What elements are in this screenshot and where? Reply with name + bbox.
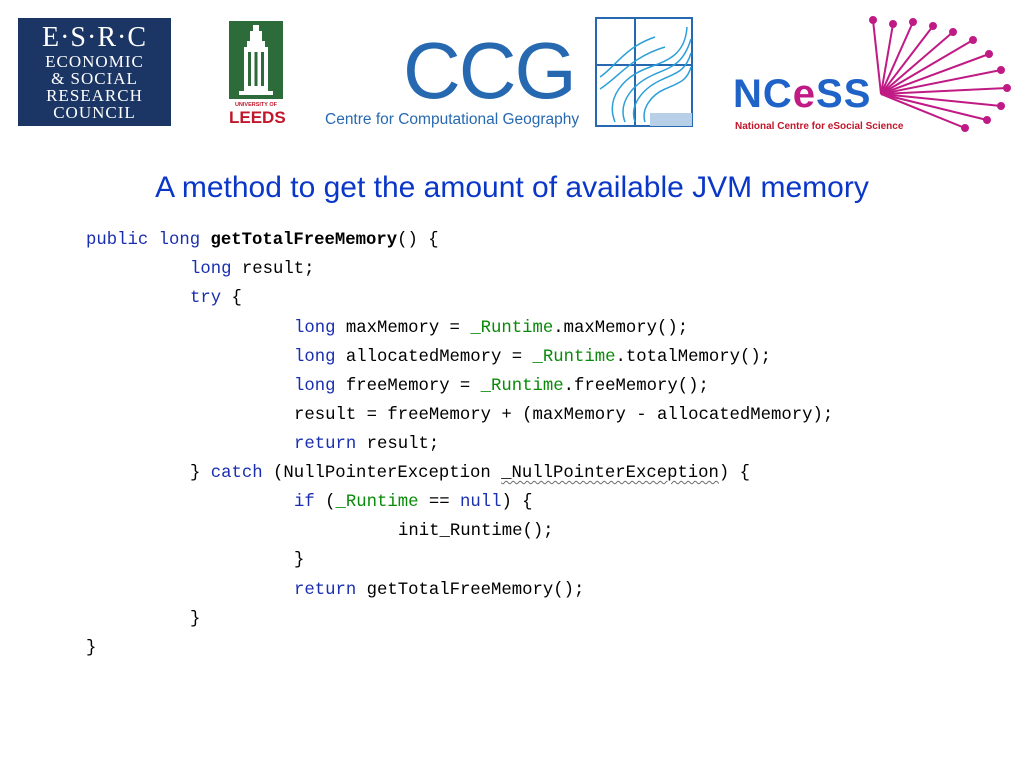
- code-unused-variable: _NullPointerException: [501, 464, 719, 483]
- code-line: return getTotalFreeMemory();: [294, 577, 584, 605]
- code-field: _Runtime: [480, 377, 564, 396]
- esrc-logo-line: E·S·R·C: [42, 22, 147, 53]
- code-keyword: catch: [210, 464, 263, 483]
- code-text: init_Runtime();: [398, 522, 554, 541]
- code-keyword: long: [294, 348, 336, 367]
- ncess-tagline: National Centre for eSocial Science: [735, 121, 904, 132]
- code-text: .totalMemory();: [615, 348, 772, 367]
- code-line: long freeMemory = _Runtime.freeMemory();: [294, 373, 709, 401]
- leeds-name: LEEDS: [229, 108, 286, 127]
- code-line: long result;: [190, 256, 314, 284]
- code-keyword: null: [459, 493, 502, 512]
- leeds-logo: UNIVERSITY OF LEEDS: [229, 21, 286, 127]
- slide-title: A method to get the amount of available …: [155, 171, 869, 204]
- code-text: }: [190, 464, 211, 483]
- code-text: result;: [231, 260, 315, 279]
- code-keyword: long: [294, 319, 336, 338]
- esrc-logo-line: ECONOMIC: [45, 52, 144, 71]
- code-text: }: [86, 639, 97, 658]
- code-keyword: long: [158, 231, 201, 250]
- code-keyword: long: [294, 377, 336, 396]
- code-text: (: [314, 493, 336, 512]
- ncess-nc: NC: [733, 72, 793, 116]
- code-line: if (_Runtime == null) {: [294, 489, 533, 517]
- esrc-logo-line: RESEARCH: [46, 86, 143, 105]
- code-text: ) {: [501, 493, 533, 512]
- code-text: result = freeMemory + (maxMemory - alloc…: [294, 406, 834, 425]
- esrc-logo: E·S·R·C ECONOMIC & SOCIAL RESEARCH COUNC…: [18, 18, 171, 126]
- code-text: ==: [418, 493, 460, 512]
- code-keyword: return: [294, 435, 357, 454]
- esrc-logo-line: COUNCIL: [53, 103, 136, 122]
- code-field: _Runtime: [470, 319, 554, 338]
- code-line: long maxMemory = _Runtime.maxMemory();: [294, 315, 688, 343]
- code-line: result = freeMemory + (maxMemory - alloc…: [294, 402, 833, 430]
- leeds-tower-plate: [229, 21, 283, 99]
- code-text: () {: [397, 231, 439, 250]
- leeds-university-of: UNIVERSITY OF: [234, 102, 278, 108]
- code-text: maxMemory =: [335, 319, 471, 338]
- code-method-name: getTotalFreeMemory: [210, 231, 398, 250]
- code-text: }: [190, 610, 201, 629]
- code-line: }: [86, 635, 96, 663]
- code-keyword: public: [86, 231, 149, 250]
- esrc-logo-line: & SOCIAL: [51, 69, 138, 88]
- code-keyword: return: [294, 581, 357, 600]
- code-text: getTotalFreeMemory();: [356, 581, 585, 600]
- code-keyword: try: [190, 289, 222, 308]
- ccg-full-name: Centre for Computational Geography: [325, 111, 580, 128]
- code-line: init_Runtime();: [398, 518, 554, 546]
- ncess-logo: NCeSS National Centre for eSocial Scienc…: [733, 14, 1013, 138]
- code-line: long allocatedMemory = _Runtime.totalMem…: [294, 344, 771, 372]
- code-field: _Runtime: [335, 493, 419, 512]
- code-line: }: [294, 547, 304, 575]
- code-line: public long getTotalFreeMemory() {: [86, 227, 439, 255]
- code-keyword: long: [190, 260, 232, 279]
- parkinson-tower-icon: [239, 25, 273, 95]
- code-text: .maxMemory();: [553, 319, 689, 338]
- ncess-wordmark: NCeSS: [733, 72, 871, 116]
- code-keyword: if: [294, 493, 315, 512]
- ncess-e: e: [792, 72, 817, 116]
- code-line: try {: [190, 285, 242, 313]
- ncess-ss: SS: [816, 72, 872, 116]
- code-text: }: [294, 551, 305, 570]
- code-field: _Runtime: [532, 348, 616, 367]
- contour-map-icon: [595, 17, 693, 127]
- code-text: {: [221, 289, 242, 308]
- code-text: .freeMemory();: [563, 377, 709, 396]
- code-text: (NullPointerException: [262, 464, 502, 483]
- code-line: }: [190, 606, 200, 634]
- code-line: } catch (NullPointerException _NullPoint…: [190, 460, 750, 488]
- code-line: return result;: [294, 431, 439, 459]
- code-text: freeMemory =: [335, 377, 481, 396]
- ncess-rays-icon: [869, 16, 1011, 132]
- code-text: result;: [356, 435, 440, 454]
- ccg-acronym: CCG: [403, 26, 577, 115]
- code-text: ) {: [718, 464, 751, 483]
- code-text: allocatedMemory =: [335, 348, 533, 367]
- ccg-logo: CCG Centre for Computational Geography: [323, 17, 693, 132]
